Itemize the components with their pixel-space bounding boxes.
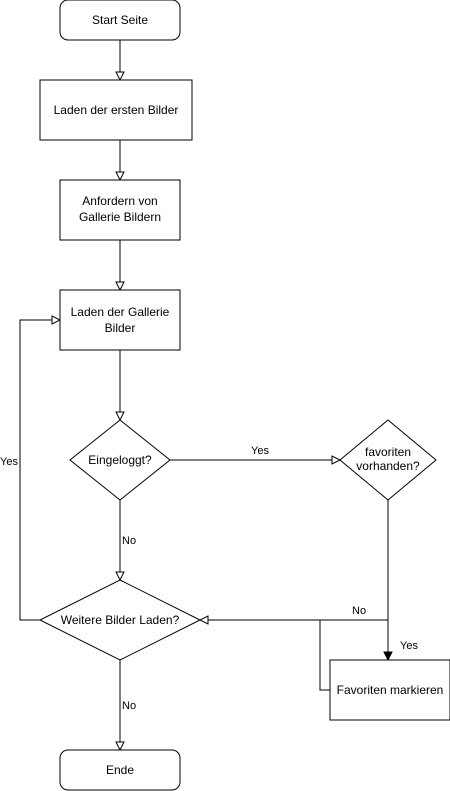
load-more-decision <box>38 579 202 661</box>
start-node <box>59 0 181 41</box>
nodes: Start Seite Laden der ersten Bilder Anfo… <box>38 0 450 791</box>
arrowhead-load-more <box>115 571 125 582</box>
arrowhead-favorites-exist <box>331 455 342 465</box>
logged-in-decision <box>69 419 171 501</box>
request-gallery-label-line2: Gallerie Bildern <box>79 210 161 224</box>
favorites-exist-label-line2: vorhanden? <box>356 459 420 473</box>
arrowhead-load-first <box>115 71 125 82</box>
request-gallery-node <box>59 179 181 241</box>
favorites-no-label: No <box>352 605 366 617</box>
request-gallery-label-line1: Anfordern von <box>82 194 157 208</box>
load-gallery-label-line2: Bilder <box>105 321 136 335</box>
load-more-no-label: No <box>122 700 136 712</box>
end-node-label: Ende <box>106 763 134 777</box>
load-more-yes-label: Yes <box>0 456 18 468</box>
load-gallery-node <box>59 289 181 351</box>
mark-favorites-label: Favoriten markieren <box>337 683 444 697</box>
edges <box>19 40 393 752</box>
mark-favorites-node <box>329 659 450 721</box>
arrowhead-load-more-from-favorites <box>198 615 209 625</box>
arrowhead-end <box>115 741 125 752</box>
load-gallery-label-line1: Laden der Gallerie <box>71 305 170 319</box>
load-first-images-node <box>39 79 193 141</box>
end-node <box>59 749 181 791</box>
load-more-decision-label: Weitere Bilder Laden? <box>61 613 180 627</box>
load-first-images-label: Laden der ersten Bilder <box>54 103 179 117</box>
logged-in-decision-label: Eingeloggt? <box>88 453 152 467</box>
start-node-label: Start Seite <box>92 13 148 27</box>
edge-load-more-yes <box>19 319 52 621</box>
arrowhead-load-gallery <box>115 281 125 292</box>
favorites-yes-label: Yes <box>400 640 418 652</box>
favorites-exist-label-line1: favoriten <box>365 445 411 459</box>
arrowhead-mark-favorites <box>383 651 393 662</box>
arrowhead-request <box>115 171 125 182</box>
arrowhead-loop-gallery <box>51 315 62 325</box>
logged-in-yes-label: Yes <box>251 445 269 457</box>
edge-labels: Yes No Yes No Yes No <box>0 445 418 712</box>
arrowhead-logged-in <box>115 411 125 422</box>
logged-in-no-label: No <box>122 535 136 547</box>
favorites-exist-decision <box>339 419 437 501</box>
edge-mark-favorites-to-load-more <box>319 620 330 691</box>
